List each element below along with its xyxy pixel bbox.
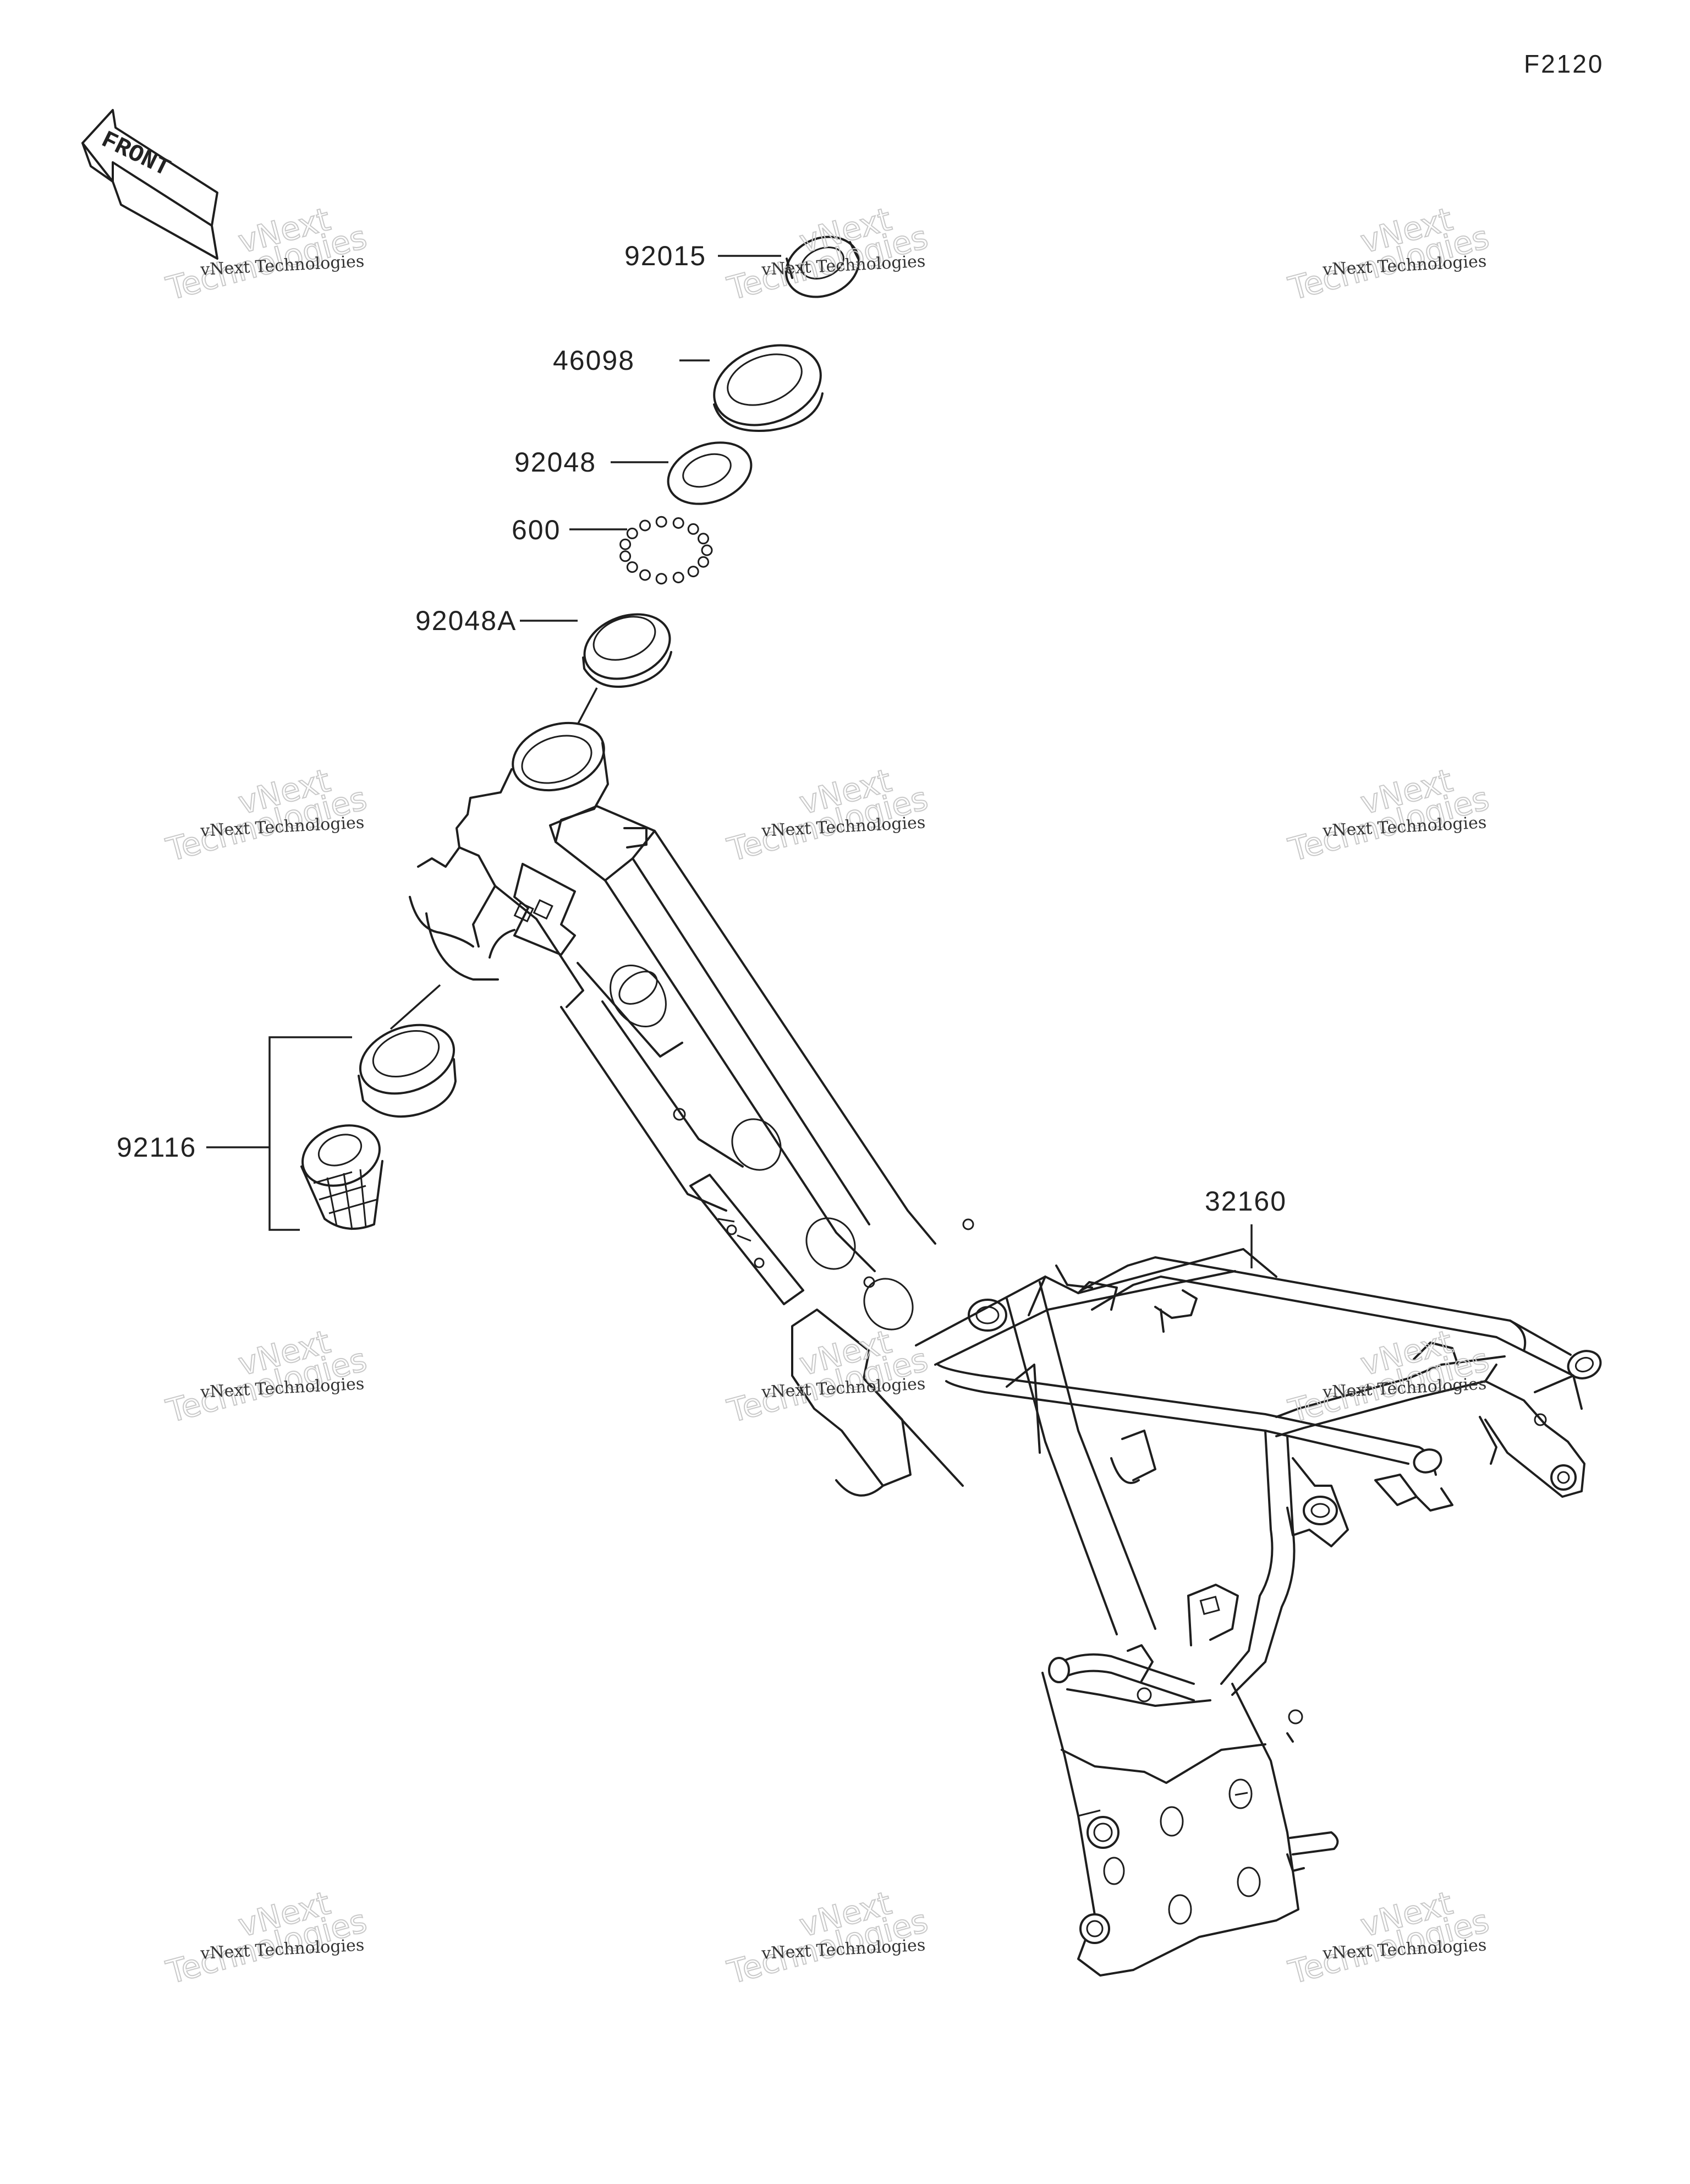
steel-ball xyxy=(655,516,667,528)
steel-ball xyxy=(687,523,699,535)
steel-ball xyxy=(619,550,632,562)
steel-ball xyxy=(639,519,651,532)
label-92048a[interactable]: 92048A xyxy=(415,605,517,636)
steel-ball xyxy=(626,527,638,539)
steel-ball xyxy=(639,569,651,581)
label-92048[interactable]: 92048 xyxy=(514,447,596,478)
front-arrow-icon: FRONT xyxy=(81,109,218,260)
part-46098-cover xyxy=(713,344,824,432)
part-labels: 92015 46098 92048 600 92048A 92116 32160 xyxy=(117,240,1287,1217)
steel-ball xyxy=(698,556,709,568)
steel-ball xyxy=(672,572,684,583)
label-92015[interactable]: 92015 xyxy=(624,240,706,271)
steel-ball xyxy=(655,573,667,585)
part-600-steel-balls xyxy=(619,516,713,585)
part-32160-frame xyxy=(409,721,1602,1977)
part-92015-nut xyxy=(785,236,860,298)
figure-code: F2120 xyxy=(1524,50,1604,78)
label-46098[interactable]: 46098 xyxy=(553,345,635,376)
steel-ball xyxy=(626,561,638,573)
leader-lines xyxy=(206,255,1253,1268)
label-32160[interactable]: 32160 xyxy=(1205,1186,1287,1217)
part-92116-taper-bearing xyxy=(300,1023,457,1230)
part-92048-race xyxy=(667,441,753,505)
steel-ball xyxy=(687,566,699,578)
steel-ball xyxy=(619,538,632,550)
label-600[interactable]: 600 xyxy=(512,514,561,545)
steel-ball xyxy=(698,533,709,545)
steel-ball xyxy=(672,517,684,529)
label-92116[interactable]: 92116 xyxy=(117,1132,196,1163)
steel-ball xyxy=(701,544,713,556)
part-92048a-race xyxy=(582,613,672,688)
